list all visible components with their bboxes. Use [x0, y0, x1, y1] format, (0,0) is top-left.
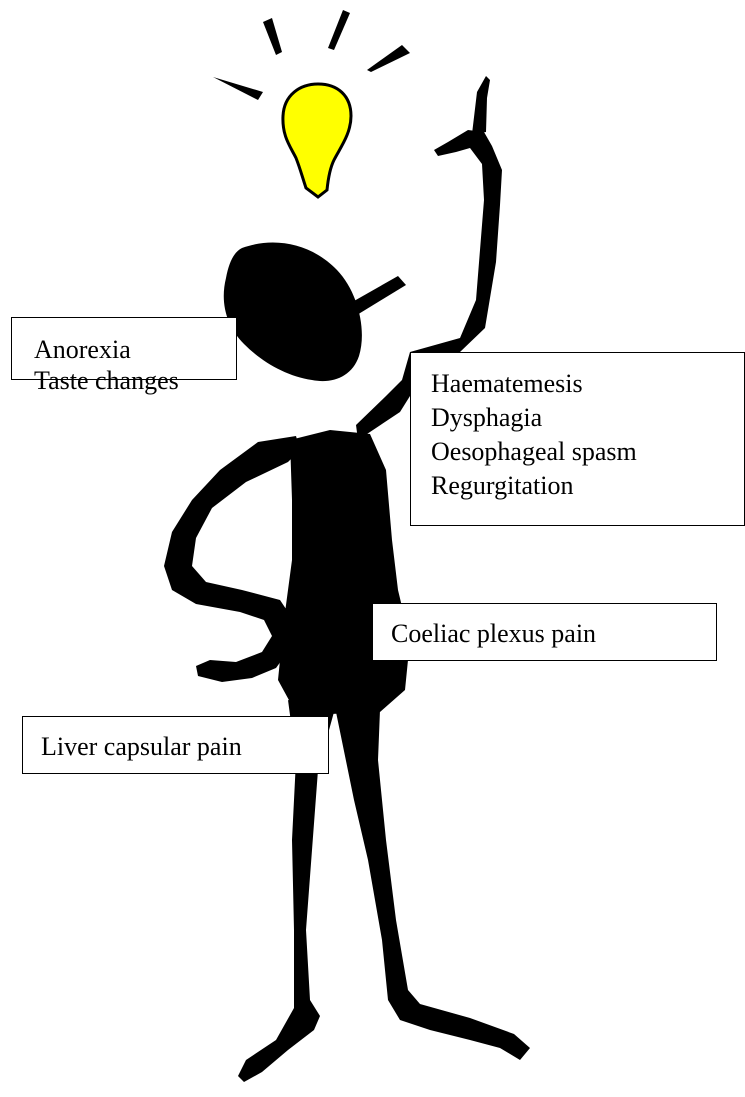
label-box-oesophagus: Haematemesis Dysphagia Oesophageal spasm… — [410, 352, 745, 526]
right-leg — [336, 710, 530, 1060]
head — [224, 243, 362, 382]
label-haematemesis: Haematemesis — [431, 367, 744, 401]
label-liver-capsular-pain: Liver capsular pain — [41, 731, 328, 762]
ray-top — [328, 10, 350, 50]
label-regurgitation: Regurgitation — [431, 469, 744, 503]
label-coeliac-plexus-pain: Coeliac plexus pain — [391, 618, 716, 649]
label-anorexia: Anorexia — [34, 334, 236, 365]
torso — [278, 430, 410, 714]
hip-arm — [164, 436, 300, 682]
label-box-mouth: Anorexia Taste changes — [11, 317, 237, 380]
label-oesophageal-spasm: Oesophageal spasm — [431, 435, 744, 469]
label-box-coeliac: Coeliac plexus pain — [372, 603, 717, 661]
ray-right — [367, 45, 410, 72]
label-box-liver: Liver capsular pain — [22, 716, 329, 774]
nose — [347, 276, 406, 318]
ray-left — [213, 77, 263, 100]
label-taste-changes: Taste changes — [34, 365, 236, 396]
lightbulb-icon — [283, 84, 351, 197]
label-dysphagia: Dysphagia — [431, 401, 744, 435]
ray-upper-left — [263, 18, 282, 55]
raised-finger — [472, 76, 490, 134]
